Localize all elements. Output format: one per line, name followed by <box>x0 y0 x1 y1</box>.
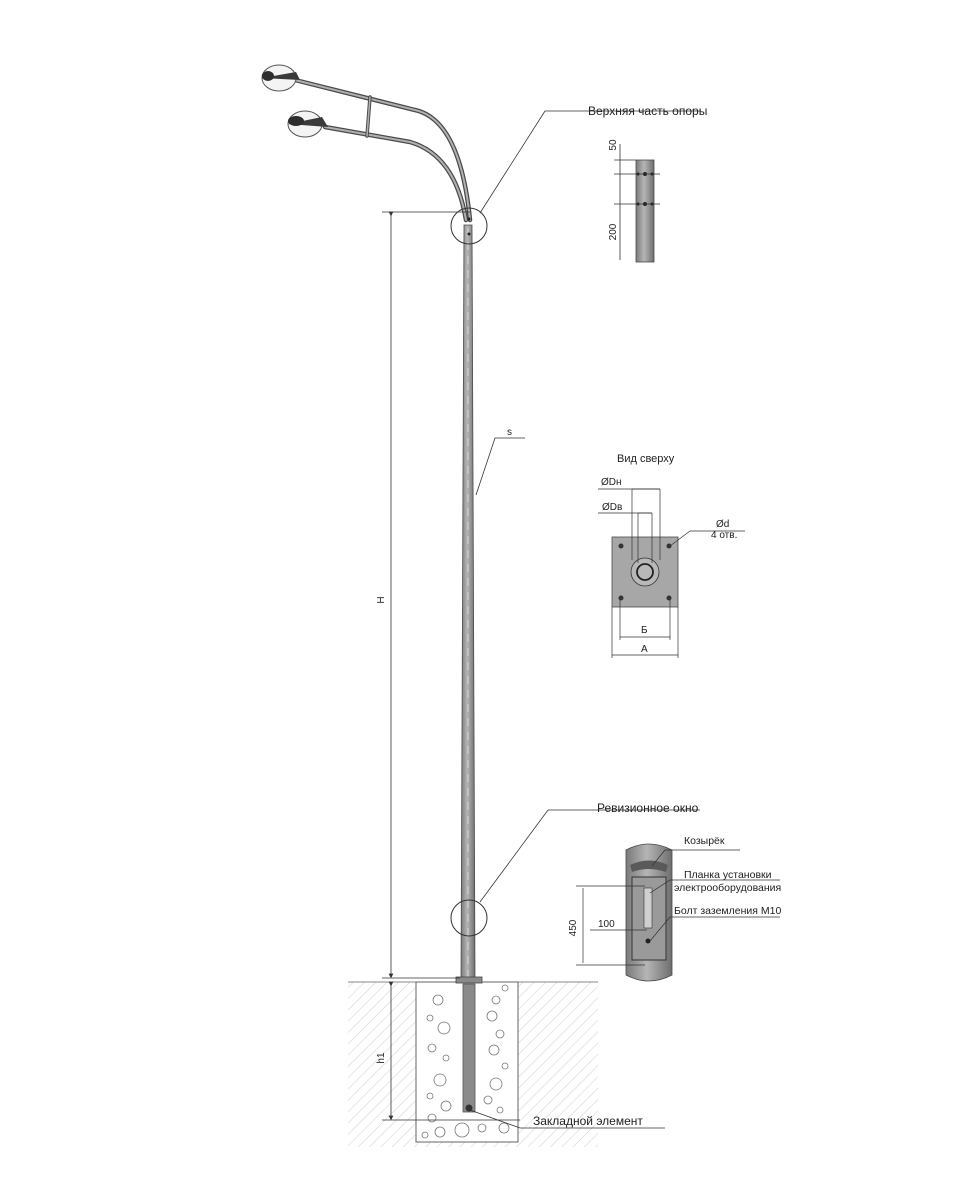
embedded-element-label: Закладной элемент <box>533 1114 643 1128</box>
dim-d-label: Ød <box>716 519 729 530</box>
dim-a-label: А <box>641 644 648 655</box>
visor-label: Козырёк <box>684 835 725 847</box>
luminaire-lower <box>287 110 328 138</box>
concrete-aggregate <box>421 984 510 1139</box>
dim-450-label: 450 <box>568 919 579 936</box>
inspection-window-detail <box>576 843 780 982</box>
dim-50-label: 50 <box>608 139 619 151</box>
pole-flange <box>455 976 483 984</box>
window-detail-circle <box>450 899 488 937</box>
dim-s-label: s <box>507 427 512 438</box>
top-view-title: Вид сверху <box>617 453 675 465</box>
upper-part-label: Верхняя часть опоры <box>588 104 707 118</box>
ground-bolt-label: Болт заземления М10 <box>674 905 781 917</box>
plate-label-1: Планка установки <box>684 869 772 881</box>
pole-brackets <box>292 77 473 223</box>
top-view-plate <box>598 488 745 658</box>
dim-dv-label: ØDв <box>602 502 622 513</box>
dimension-h1 <box>382 981 520 1121</box>
dim-b-label: Б <box>641 625 648 636</box>
luminaire-upper <box>261 64 300 92</box>
dim-h1-label: h1 <box>376 1052 387 1064</box>
embedded-pipe <box>462 983 476 1113</box>
dim-dn-label: ØDн <box>601 477 622 488</box>
dim-H-label: H <box>376 596 387 603</box>
inspection-window-label: Ревизионное окно <box>597 801 699 815</box>
dim-holes-label: 4 отв. <box>711 530 737 541</box>
dimension-H <box>382 211 470 979</box>
dim-200-label: 200 <box>608 223 619 240</box>
upper-detail-circle <box>450 207 488 245</box>
upper-part-detail <box>614 144 660 263</box>
pole <box>455 224 483 984</box>
leader-lines <box>469 110 700 1129</box>
dim-100-label: 100 <box>598 919 615 930</box>
plate-label-2: электрооборудования <box>674 882 781 894</box>
